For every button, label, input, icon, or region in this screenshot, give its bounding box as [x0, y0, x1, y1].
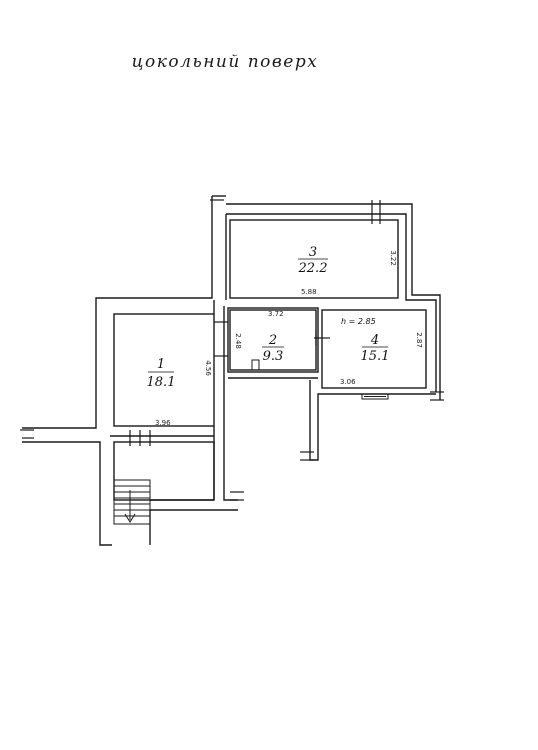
room-3-outline	[229, 219, 399, 299]
dim-room-1-depth: 4.56	[204, 360, 212, 376]
walls	[22, 195, 441, 546]
dim-room-3-depth: 3.22	[389, 250, 397, 266]
dim-room-2-depth: 2.48	[234, 333, 242, 349]
room-1-number: 1	[157, 357, 165, 372]
stairs	[113, 479, 151, 525]
dim-room-1-width: 3.96	[155, 419, 171, 427]
outer-top-right	[226, 203, 441, 400]
window-room-4	[361, 393, 389, 400]
door-ticks	[20, 199, 444, 501]
windows	[251, 359, 389, 400]
room-2-number: 2	[268, 333, 277, 348]
room-3-number: 3	[309, 245, 317, 260]
room-2-outline	[227, 307, 319, 373]
plan-title: цокольний поверх	[131, 52, 319, 72]
inner-wall	[226, 213, 437, 392]
room-4-area: 15.1	[361, 349, 390, 364]
stair-arrow-head	[124, 513, 136, 523]
dim-room-3-width: 5.88	[301, 288, 317, 296]
ceiling-height: h = 2.85	[341, 317, 376, 326]
wall-link-4	[309, 380, 436, 461]
room-1-outline	[113, 313, 215, 427]
room-4-number: 4	[370, 333, 379, 348]
room-2-area: 9.3	[263, 349, 284, 364]
dim-room-2-width: 3.72	[268, 310, 284, 318]
window-room-2	[251, 359, 260, 371]
outer-wall	[22, 196, 213, 429]
dim-room-4-width: 3.06	[340, 378, 356, 386]
stair-block	[113, 479, 151, 525]
room-3-area: 22.2	[298, 261, 328, 276]
dim-room-4-depth: 2.87	[415, 332, 423, 348]
room-4-outline	[321, 309, 427, 389]
outer-wall-lower	[22, 441, 112, 546]
room-1-area: 18.1	[147, 375, 176, 390]
stair-room-outline	[113, 441, 215, 501]
